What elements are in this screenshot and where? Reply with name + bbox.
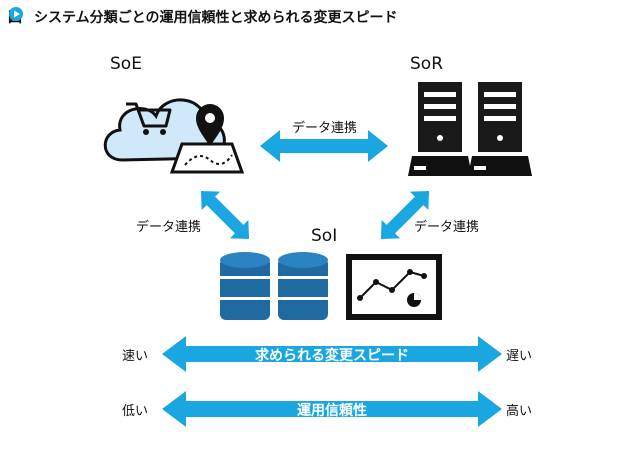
map-pin-icon (169, 104, 245, 174)
speed-right-label: 遅い (506, 349, 533, 364)
reliability-left-label: 低い (122, 404, 149, 419)
data-link-arrows (200, 130, 430, 240)
sor-label: SoR (410, 54, 444, 74)
soi-label: SoI (311, 226, 338, 246)
link-label-sor-soi: データ連携 (414, 220, 480, 235)
speed-bar-label: 求められる変更スピード (255, 348, 409, 364)
server-icon (468, 82, 532, 176)
scale-bars (162, 336, 502, 427)
play-circle-icon (9, 7, 23, 21)
figure-caption: システム分類ごとの運用信頼性と求められる変更スピード (34, 10, 398, 26)
shopping-cart-icon (126, 102, 172, 135)
speed-left-label: 速い (122, 349, 149, 364)
database-icon (220, 252, 270, 320)
reliability-right-label: 高い (506, 404, 533, 419)
reliability-bar-label: 運用信頼性 (297, 403, 367, 419)
chart-icon (346, 254, 442, 320)
database-icon (278, 252, 328, 320)
server-icon (408, 82, 472, 176)
link-label-soe-sor: データ連携 (292, 121, 358, 136)
link-label-soe-soi: データ連携 (136, 220, 202, 235)
soe-label: SoE (110, 54, 142, 74)
figure-title: 図 システム分類ごとの運用信頼性と求められる変更スピード (8, 6, 397, 28)
